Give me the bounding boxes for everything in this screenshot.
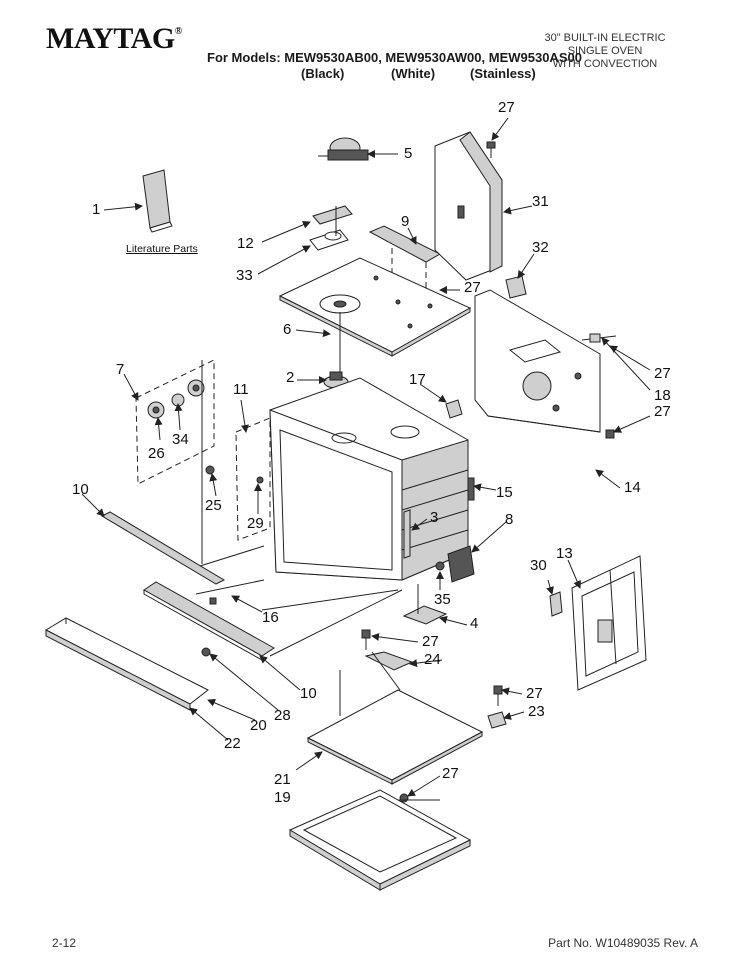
- callout-16: 16: [262, 609, 279, 626]
- callout-27-back: 27: [654, 403, 671, 420]
- bottom-panel: [306, 689, 484, 785]
- color-white-label: (White): [391, 66, 436, 81]
- screw-right: [605, 429, 615, 439]
- callout-25: 25: [205, 497, 222, 514]
- screw-23: [487, 685, 507, 729]
- callout-4: 4: [470, 615, 479, 632]
- callout-20: 20: [250, 717, 267, 734]
- callout-2: 2: [286, 369, 295, 386]
- fan-motor: [318, 137, 380, 161]
- callout-17: 17: [409, 371, 426, 388]
- page-number: 2-12: [52, 936, 77, 950]
- callout-27-bottom: 27: [442, 765, 459, 782]
- callout-10-lower: 10: [300, 685, 317, 702]
- side-panel: [571, 555, 647, 691]
- screw-top: [486, 141, 496, 158]
- knob-group: [135, 359, 215, 485]
- callout-13: 13: [556, 545, 573, 562]
- back-plate: [474, 289, 601, 433]
- sensor-bracket: [581, 333, 617, 343]
- literature-booklet: [142, 169, 173, 233]
- callout-35: 35: [434, 591, 451, 608]
- callout-9: 9: [401, 213, 410, 230]
- callout-8: 8: [505, 511, 514, 528]
- callout-30: 30: [530, 557, 547, 574]
- callout-14: 14: [624, 479, 641, 496]
- callout-11: 11: [233, 381, 249, 398]
- callout-21: 21: [274, 771, 291, 788]
- callout-27-panel: 27: [464, 279, 481, 296]
- part-number: Part No. W10489035 Rev. A: [548, 936, 698, 950]
- screws-left: [205, 465, 264, 484]
- callout-28: 28: [274, 707, 291, 724]
- screw-lower: [399, 793, 409, 803]
- clip-30: [549, 591, 563, 617]
- screw-28: [201, 647, 211, 657]
- callout-32: 32: [532, 239, 549, 256]
- top-panel: [278, 257, 472, 357]
- callout-7: 7: [116, 361, 125, 378]
- rod: [195, 579, 265, 605]
- door-glass: [235, 417, 271, 541]
- callout-29: 29: [247, 515, 264, 532]
- callout-33: 33: [236, 267, 253, 284]
- side-rail: [403, 509, 411, 559]
- callout-5: 5: [404, 145, 413, 162]
- callout-19: 19: [274, 789, 291, 806]
- bottom-tray: [288, 789, 472, 891]
- clip: [445, 399, 463, 419]
- callout-18: 18: [654, 387, 671, 404]
- trim-lower: [143, 581, 275, 661]
- callout-23: 23: [528, 703, 545, 720]
- callout-3: 3: [430, 509, 439, 526]
- callout-27-bracket-24: 27: [422, 633, 439, 650]
- literature-parts-label: Literature Parts: [126, 243, 198, 255]
- screw-24: [361, 629, 371, 650]
- color-black-label: (Black): [301, 66, 345, 81]
- bottom-trim: [44, 617, 209, 711]
- callout-26: 26: [148, 445, 165, 462]
- rear-panel: [434, 131, 503, 281]
- oven-cavity: [269, 377, 475, 581]
- callout-1: 1: [92, 201, 101, 218]
- color-stainless-label: (Stainless): [470, 66, 536, 81]
- product-title: 30" BUILT-IN ELECTRIC SINGLE OVEN WITH C…: [544, 32, 666, 70]
- callout-15: 15: [496, 484, 513, 501]
- vent-bracket: [309, 205, 353, 251]
- small-bracket: [505, 275, 527, 299]
- callout-27-bracket-23: 27: [526, 685, 543, 702]
- trim-upper: [100, 511, 226, 585]
- callout-31: 31: [532, 193, 549, 210]
- bracket-4: [402, 605, 448, 625]
- callout-27-bracket: 27: [654, 365, 671, 382]
- models-line: For Models: MEW9530AB00, MEW9530AW00, ME…: [207, 50, 582, 65]
- callout-27-top: 27: [498, 99, 515, 116]
- callout-12: 12: [237, 235, 254, 252]
- callout-10-upper: 10: [72, 481, 89, 498]
- brand-logo: MAYTAG®: [46, 22, 182, 55]
- callout-34: 34: [172, 431, 189, 448]
- callout-6: 6: [283, 321, 292, 338]
- screw-35: [435, 561, 445, 571]
- callout-22: 22: [224, 735, 241, 752]
- callout-24: 24: [424, 651, 441, 668]
- vent-grille: [447, 545, 475, 583]
- bracket-24: [364, 651, 414, 671]
